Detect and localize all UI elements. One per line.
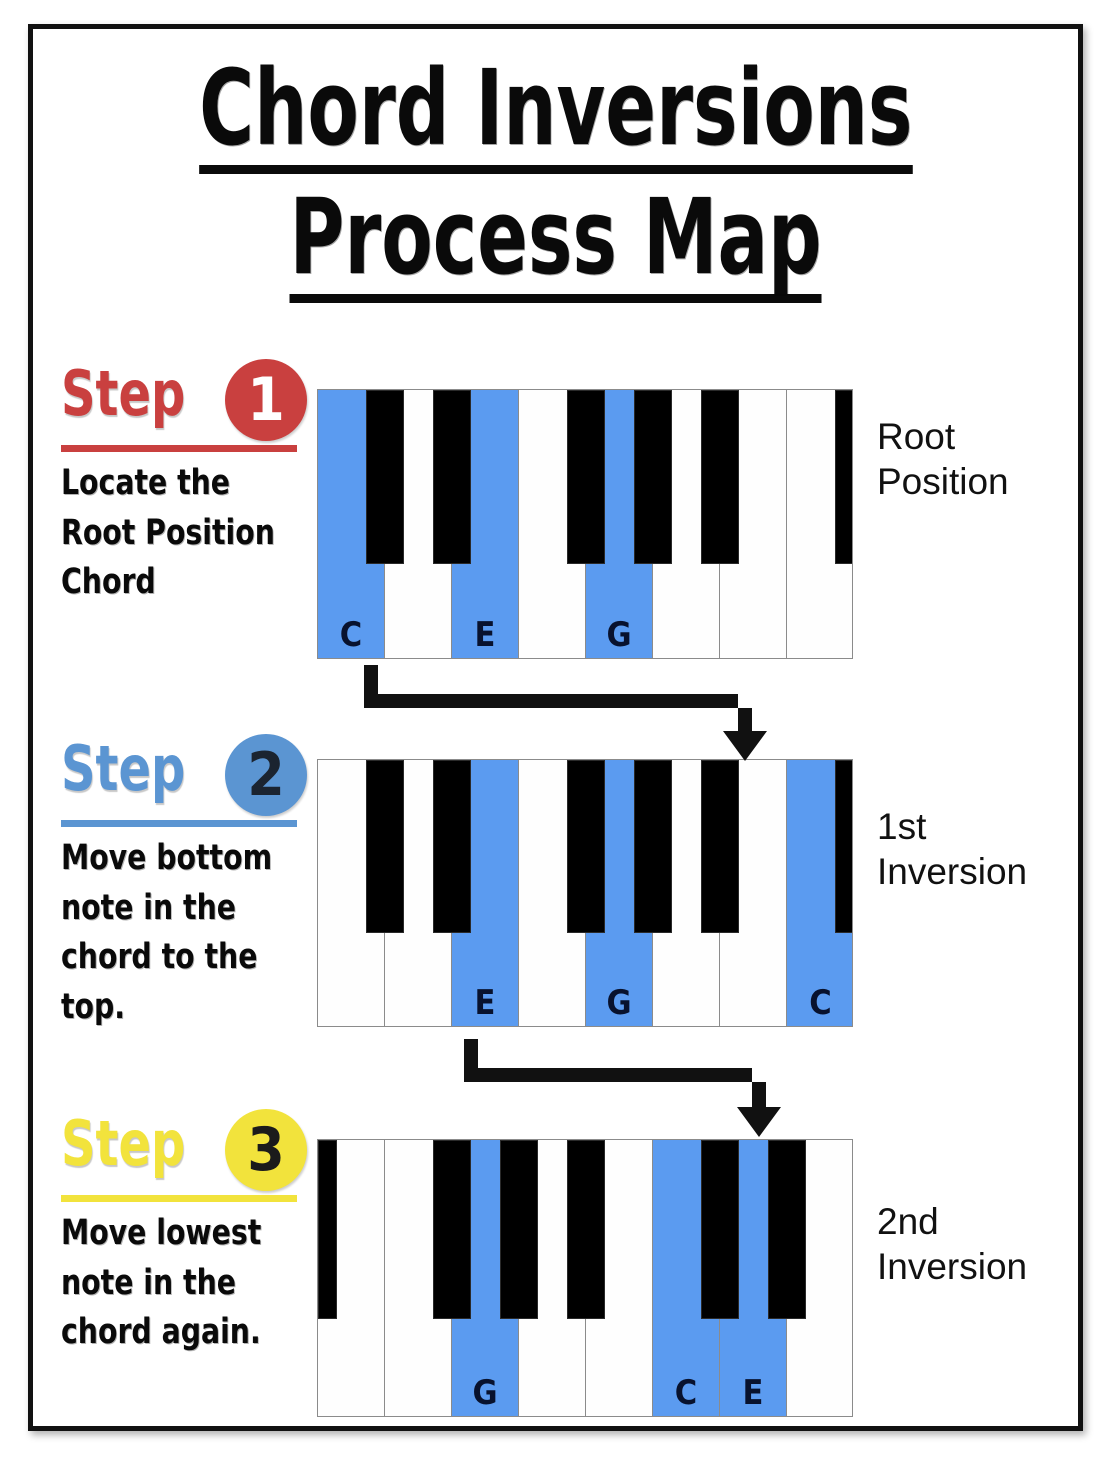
- step-3-description: Move lowest note in the chord again.: [61, 1213, 262, 1353]
- key-letter-label: G: [472, 1373, 498, 1413]
- title-line-primary: Chord Inversions: [198, 55, 913, 175]
- step-1-description: Locate the Root Position Chord: [61, 463, 275, 603]
- step-1-label-column: Step 1 Locate the Root Position Chord: [61, 359, 311, 602]
- first-inversion-label: 1st Inversion: [877, 806, 1028, 893]
- black-key[interactable]: [634, 760, 672, 933]
- black-key[interactable]: [366, 390, 404, 565]
- key-letter-label: G: [606, 983, 632, 1023]
- poster-canvas: Chord Inversions Process Map Step 1 Loca…: [28, 24, 1083, 1431]
- key-letter-label: E: [742, 1373, 764, 1413]
- title-line-secondary: Process Map: [289, 184, 822, 304]
- step-3-word: Step: [61, 1107, 186, 1180]
- step-2-underline: [61, 820, 297, 827]
- black-key[interactable]: [768, 1140, 806, 1320]
- step-2-label-column: Step 2 Move bottom note in the chord to …: [61, 734, 311, 1027]
- step-1-number-badge: 1: [225, 359, 307, 441]
- black-key[interactable]: [433, 760, 471, 933]
- black-key[interactable]: [835, 390, 852, 565]
- step-3-number-badge: 3: [225, 1109, 307, 1191]
- black-key[interactable]: [567, 1140, 605, 1320]
- black-key[interactable]: [567, 760, 605, 933]
- root-position-label: Root Position: [877, 416, 1009, 503]
- step-1-underline: [61, 445, 297, 452]
- black-key[interactable]: [567, 390, 605, 565]
- step-3-underline: [61, 1195, 297, 1202]
- black-key[interactable]: [433, 390, 471, 565]
- step-3-label-column: Step 3 Move lowest note in the chord aga…: [61, 1109, 311, 1352]
- key-letter-label: E: [474, 615, 496, 655]
- key-letter-label: E: [474, 983, 496, 1023]
- key-letter-label: C: [674, 1373, 698, 1413]
- key-letter-label: G: [606, 615, 632, 655]
- step-1-heading: Step 1: [61, 359, 311, 455]
- black-key[interactable]: [701, 390, 739, 565]
- black-key[interactable]: [634, 390, 672, 565]
- black-key[interactable]: [318, 1140, 337, 1320]
- black-key[interactable]: [701, 1140, 739, 1320]
- step-1-word: Step: [61, 357, 186, 430]
- step-2-number-badge: 2: [225, 734, 307, 816]
- black-key[interactable]: [433, 1140, 471, 1320]
- black-key[interactable]: [366, 760, 404, 933]
- step-2-word: Step: [61, 732, 186, 805]
- step-2-description: Move bottom note in the chord to the top…: [61, 838, 273, 1028]
- key-letter-label: C: [809, 983, 832, 1023]
- step-2-heading: Step 2: [61, 734, 311, 830]
- black-key[interactable]: [701, 760, 739, 933]
- key-letter-label: C: [339, 615, 363, 655]
- page-title: Chord Inversions Process Map: [33, 55, 1078, 304]
- black-key[interactable]: [835, 760, 852, 933]
- second-inversion-label: 2nd Inversion: [877, 1201, 1028, 1288]
- step-3-heading: Step 3: [61, 1109, 311, 1205]
- black-key[interactable]: [500, 1140, 538, 1320]
